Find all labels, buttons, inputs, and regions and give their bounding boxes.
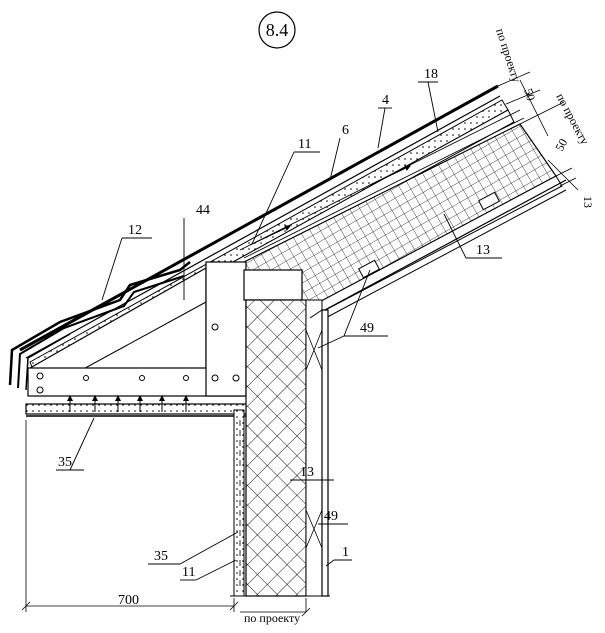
dim-700: 700	[118, 593, 139, 608]
callout-4: 4	[382, 93, 389, 108]
overhang-truss	[27, 261, 247, 397]
callout-labels: 12 44 11 6 4 18 13 49 35 13 49 35 1 11	[58, 67, 490, 580]
soffit	[25, 395, 251, 417]
wall-section	[230, 269, 330, 597]
dim-50-mid: 50	[552, 136, 570, 153]
leader-lines	[56, 81, 502, 581]
callout-18: 18	[424, 67, 438, 82]
callout-13-wall: 13	[300, 465, 314, 480]
callout-13-roof: 13	[476, 243, 490, 258]
figure-number: 8.4	[266, 20, 289, 40]
callout-12: 12	[128, 223, 142, 238]
roofing-edge-profile	[8, 261, 191, 391]
dim-13: 13	[581, 196, 595, 208]
callout-35-soffit: 35	[58, 455, 72, 470]
dim-50-top: 50	[521, 87, 538, 103]
figure-number-badge: 8.4	[258, 11, 296, 49]
callout-11-roof: 11	[298, 137, 311, 152]
callout-6: 6	[342, 123, 349, 138]
dim-po-proektu-top: по проекту	[493, 27, 524, 85]
callout-49-wall: 49	[324, 509, 338, 524]
callout-44: 44	[196, 203, 210, 218]
callout-49-roof: 49	[360, 321, 374, 336]
callout-11-wall: 11	[182, 565, 195, 580]
callout-35-wall: 35	[154, 549, 168, 564]
dimensions	[21, 71, 579, 617]
callout-1: 1	[342, 545, 349, 560]
dim-po-proektu-bottom: по проекту	[244, 611, 300, 625]
